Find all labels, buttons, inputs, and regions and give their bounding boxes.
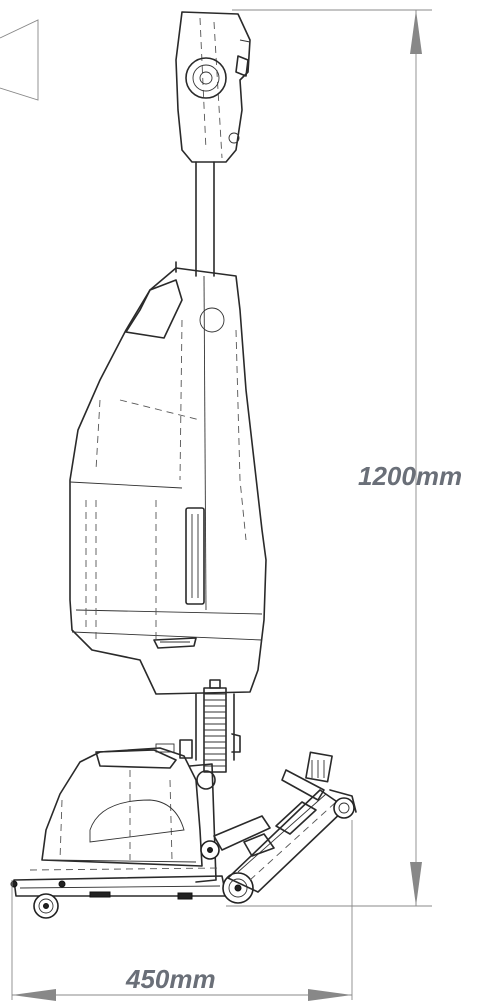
width-dimension bbox=[11, 820, 353, 1001]
dimension-arrow-up bbox=[410, 10, 422, 54]
left-wheel bbox=[33, 893, 59, 919]
main-wheel bbox=[200, 840, 254, 904]
dimension-arrow-down bbox=[410, 862, 422, 906]
main-body bbox=[69, 261, 267, 695]
base-housing bbox=[41, 739, 217, 883]
handle-shaft bbox=[195, 161, 215, 277]
width-label: 450mm bbox=[125, 964, 216, 994]
height-dimension bbox=[226, 9, 432, 907]
dimension-arrow-right bbox=[308, 989, 352, 1001]
partial-view-box bbox=[0, 19, 39, 101]
dimension-arrow-left bbox=[12, 989, 56, 1001]
handle-head bbox=[175, 11, 251, 163]
swing-arm bbox=[213, 751, 357, 893]
height-label: 1200mm bbox=[358, 461, 462, 491]
chassis-plate bbox=[10, 867, 227, 900]
lower-shaft bbox=[195, 679, 241, 773]
